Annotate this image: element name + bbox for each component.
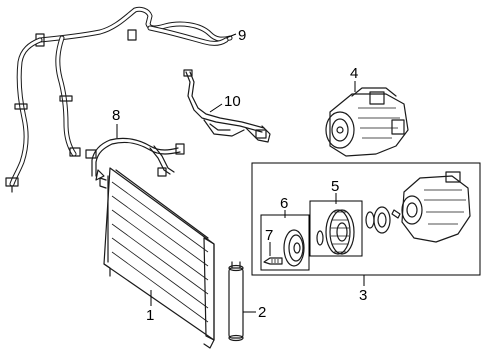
leader-10 xyxy=(209,103,223,113)
callout-7: 7 xyxy=(265,227,273,244)
callout-8: 8 xyxy=(112,107,120,124)
callout-labels: 1 2 3 4 5 6 7 8 9 10 xyxy=(112,27,367,324)
callout-1: 1 xyxy=(146,307,154,324)
liquid-line-part-8 xyxy=(85,137,185,181)
snap-ring xyxy=(316,230,324,246)
compressor-part-4 xyxy=(325,87,409,157)
small-clip xyxy=(391,209,401,219)
hub-plate-part-6 xyxy=(283,229,305,267)
hose-assembly-part-9 xyxy=(5,6,233,193)
condenser-part-1 xyxy=(99,167,215,349)
leader-lines xyxy=(116,33,365,313)
suction-line-part-10 xyxy=(183,69,271,143)
callout-9: 9 xyxy=(238,27,246,44)
callout-10: 10 xyxy=(224,93,241,110)
field-coil xyxy=(373,206,391,234)
callout-3: 3 xyxy=(359,287,367,304)
bolt-part-7 xyxy=(263,257,283,265)
pulley-part-5 xyxy=(325,209,355,255)
callout-6: 6 xyxy=(280,195,288,212)
compressor-body-part-3 xyxy=(401,171,471,243)
callout-4: 4 xyxy=(350,65,358,82)
coil-ring xyxy=(365,211,375,229)
callout-5: 5 xyxy=(331,178,339,195)
receiver-drier-part-2 xyxy=(228,261,244,342)
clutch-assembly-box-part-3 xyxy=(251,162,481,276)
callout-2: 2 xyxy=(258,304,266,321)
leader-9 xyxy=(225,33,237,39)
